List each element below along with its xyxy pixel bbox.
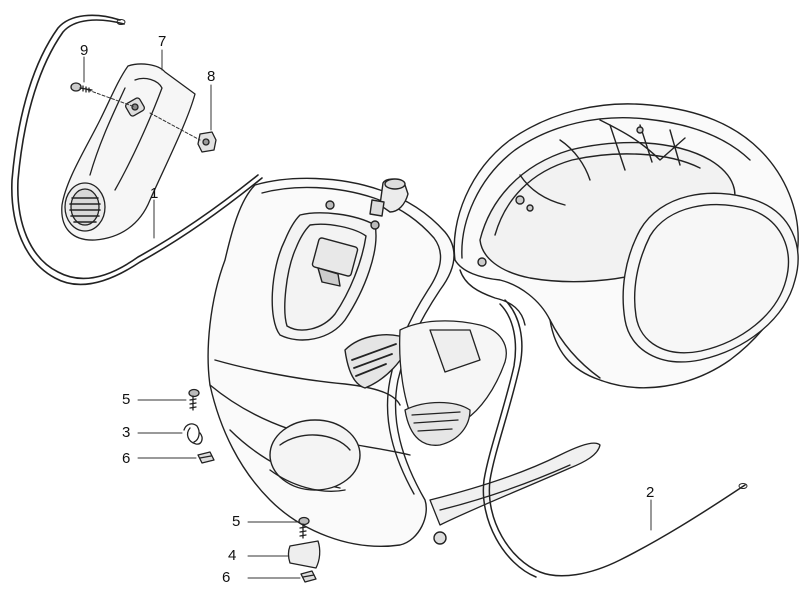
part-8-clip — [197, 131, 217, 153]
callout-5-upper: 5 — [122, 391, 131, 408]
legshield-panel — [207, 177, 455, 547]
part-3-spring-clip — [183, 423, 203, 445]
callout-1: 1 — [150, 185, 159, 202]
part-7-center-cover — [61, 63, 196, 241]
part-6-clip-nut-a — [197, 451, 215, 464]
floor-section — [399, 320, 601, 526]
callout-9: 9 — [80, 42, 89, 59]
part-5-screw-b — [298, 516, 310, 539]
part-6-clip-nut-b — [300, 570, 317, 583]
callout-3: 3 — [122, 424, 131, 441]
part-1-edge-trim — [11, 14, 263, 286]
part-2-edge-trim — [482, 299, 748, 578]
callout-6-upper: 6 — [122, 450, 131, 467]
part-9-screw — [70, 82, 93, 93]
part-4-plate — [287, 540, 321, 569]
callout-7: 7 — [158, 33, 167, 50]
callout-4: 4 — [228, 547, 237, 564]
callout-6-lower: 6 — [222, 569, 231, 586]
part-5-screw-a — [188, 388, 200, 411]
callout-5-lower: 5 — [232, 513, 241, 530]
leader-lines — [83, 49, 652, 579]
rear-body — [453, 103, 799, 389]
callout-2: 2 — [646, 484, 655, 501]
callout-8: 8 — [207, 68, 216, 85]
